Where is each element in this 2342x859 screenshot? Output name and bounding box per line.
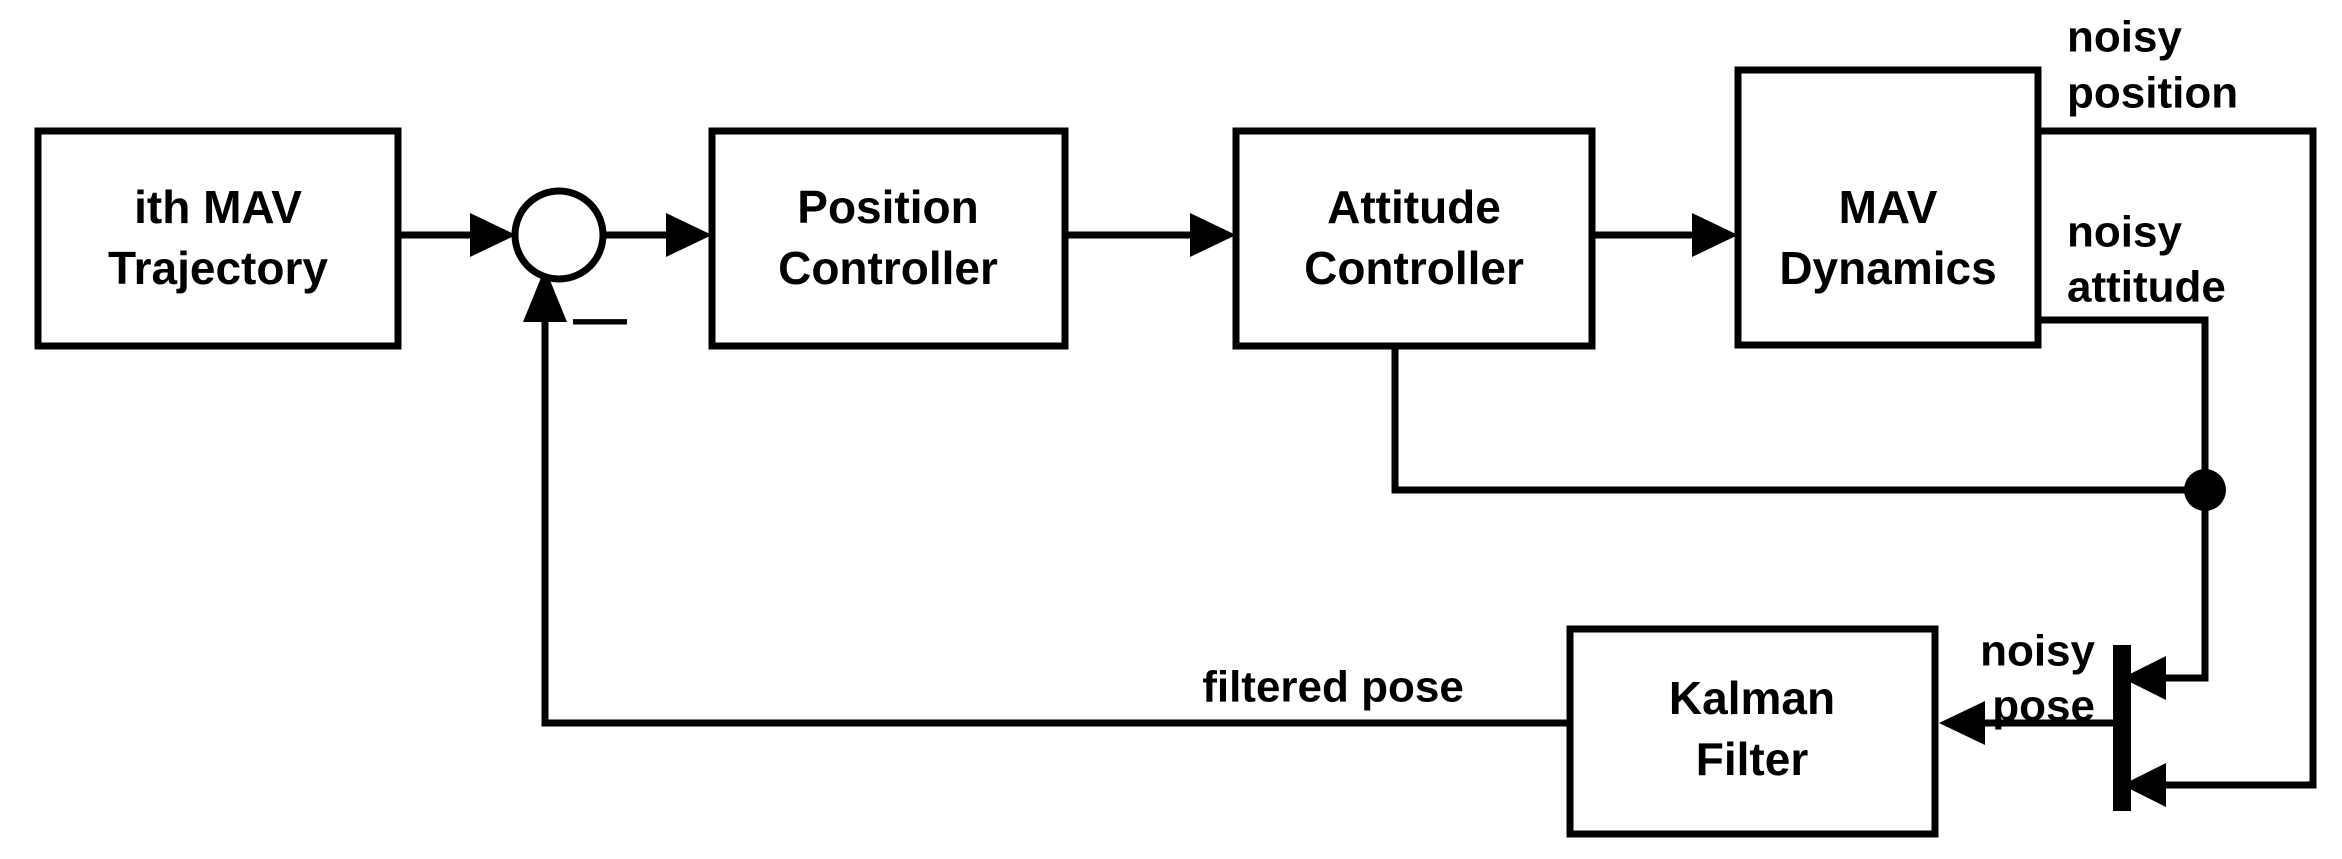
wire-position-to-attitude-controller (1065, 213, 1236, 257)
wire-sum-to-position-controller (602, 213, 712, 257)
block-attitude-controller[interactable]: Attitude Controller (1232, 127, 1596, 350)
label-noisy-position-line2: position (2067, 69, 2238, 118)
label-noisy-pose-line1: noisy (1980, 627, 2095, 676)
label-noisy-attitude-line2: attitude (2067, 263, 2226, 312)
arrow-head-icon (1939, 701, 1985, 745)
block-kalman-filter-rect[interactable] (1566, 625, 1939, 838)
label-noisy-pose-line2: pose (1992, 682, 2095, 731)
wire-node-to-merge-bar (2122, 490, 2209, 700)
arrow-head-icon (2122, 763, 2166, 807)
block-mav-dynamics-label-line2: Dynamics (1779, 242, 1996, 294)
arrow-head-icon (2122, 656, 2166, 700)
label-noisy-attitude: noisy attitude (2067, 208, 2226, 312)
sum-junction-circle[interactable] (511, 187, 607, 283)
attitude-branch-node-dot (2184, 469, 2226, 511)
block-position-controller-label-line2: Controller (778, 242, 998, 294)
block-trajectory-label-line1: ith MAV (134, 181, 302, 233)
arrow-head-icon (1190, 213, 1236, 257)
arrow-head-icon (666, 213, 712, 257)
block-attitude-controller-rect[interactable] (1232, 127, 1596, 350)
arrow-head-icon (470, 213, 516, 257)
wire-noisy-pose-to-kalman (1939, 701, 2113, 745)
block-mav-dynamics-rect[interactable] (1734, 66, 2042, 349)
label-noisy-position-line1: noisy (2067, 13, 2182, 62)
block-kalman-filter[interactable]: Kalman Filter (1566, 625, 1939, 838)
block-kalman-filter-label-line1: Kalman (1669, 672, 1835, 724)
block-attitude-controller-label-line1: Attitude (1327, 181, 1501, 233)
block-mav-dynamics[interactable]: MAV Dynamics (1734, 66, 2042, 349)
block-mav-dynamics-label-line1: MAV (1839, 181, 1938, 233)
wire-noisy-position-path (2038, 127, 2317, 807)
block-trajectory-rect-lower[interactable] (34, 127, 402, 350)
label-noisy-position: noisy position (2067, 13, 2238, 118)
arrow-head-icon (523, 268, 567, 322)
block-attitude-controller-label-line2: Controller (1304, 242, 1524, 294)
label-noisy-pose: noisy pose (1980, 627, 2095, 731)
wire-noisy-attitude-path (2038, 316, 2209, 490)
block-trajectory-label-line2: Trajectory (108, 242, 328, 294)
label-filtered-pose-text: filtered pose (1202, 663, 1464, 712)
sum-junction[interactable]: — (511, 187, 627, 348)
wire-filtered-pose-feedback (523, 268, 1570, 727)
arrow-head-icon (1692, 213, 1738, 257)
wire-trajectory-to-sum (398, 213, 516, 257)
block-position-controller-rect[interactable] (708, 127, 1069, 350)
label-noisy-attitude-line1: noisy (2067, 208, 2182, 257)
block-position-controller[interactable]: Position Controller (708, 127, 1069, 350)
sum-junction-sign: — (573, 288, 627, 348)
pose-merge-bar (2113, 645, 2131, 811)
block-trajectory[interactable]: ith MAV Trajectory (34, 127, 402, 350)
block-position-controller-label-line1: Position (797, 181, 978, 233)
label-filtered-pose: filtered pose (1202, 663, 1464, 712)
block-kalman-filter-label-line2: Filter (1696, 733, 1809, 785)
wire-attitude-to-mav-dynamics (1592, 213, 1738, 257)
